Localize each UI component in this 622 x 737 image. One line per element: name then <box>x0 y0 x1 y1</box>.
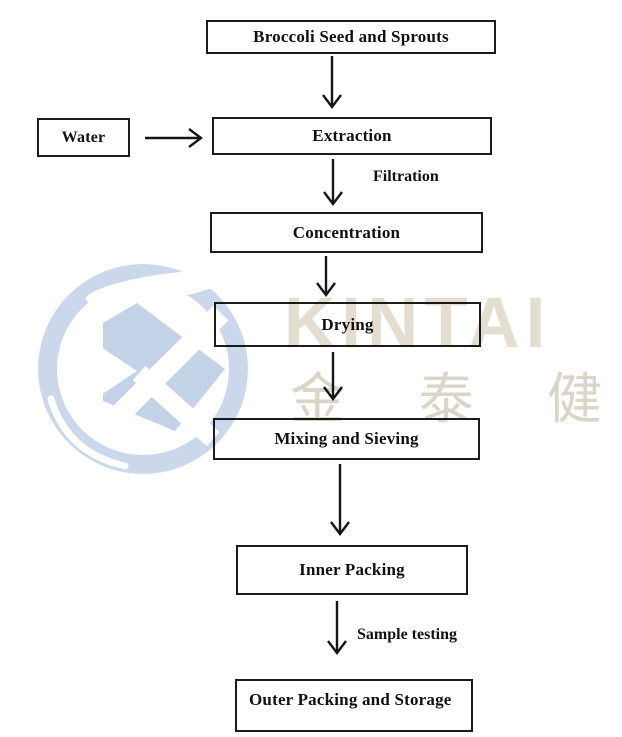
box-label: Extraction <box>312 126 392 145</box>
arrow-down-mixing-to-inner-packing-icon <box>330 464 350 536</box>
box-label: Inner Packing <box>299 560 405 579</box>
box-label: Mixing and Sieving <box>274 429 419 448</box>
arrow-down-broccoli-to-extraction-icon <box>322 56 342 109</box>
arrow-right-water-to-extraction-icon <box>145 128 203 148</box>
box-broccoli-seed-and-sprouts: Broccoli Seed and Sprouts <box>206 20 496 54</box>
box-water: Water <box>37 118 130 157</box>
arrow-down-inner-to-outer-packing-icon <box>327 601 347 655</box>
box-extraction: Extraction <box>212 117 492 155</box>
edge-label-filtration: Filtration <box>373 168 439 185</box>
arrow-down-concentration-to-drying-icon <box>316 256 336 297</box>
box-concentration: Concentration <box>210 212 483 253</box>
box-label: Drying <box>321 314 374 334</box>
box-label: Concentration <box>292 222 401 242</box>
box-label: Outer Packing and Storage <box>249 690 452 709</box>
arrow-down-extraction-to-concentration-icon <box>323 159 343 206</box>
box-mixing-and-sieving: Mixing and Sieving <box>213 418 480 460</box>
box-label: Broccoli Seed and Sprouts <box>253 27 449 46</box>
box-drying: Drying <box>214 302 481 347</box>
box-inner-packing: Inner Packing <box>236 545 468 595</box>
box-outer-packing-and-storage: Outer Packing and Storage <box>235 679 473 732</box>
box-label: Water <box>61 128 106 146</box>
arrow-down-drying-to-mixing-icon <box>323 352 343 401</box>
edge-label-sample-testing: Sample testing <box>357 626 457 643</box>
